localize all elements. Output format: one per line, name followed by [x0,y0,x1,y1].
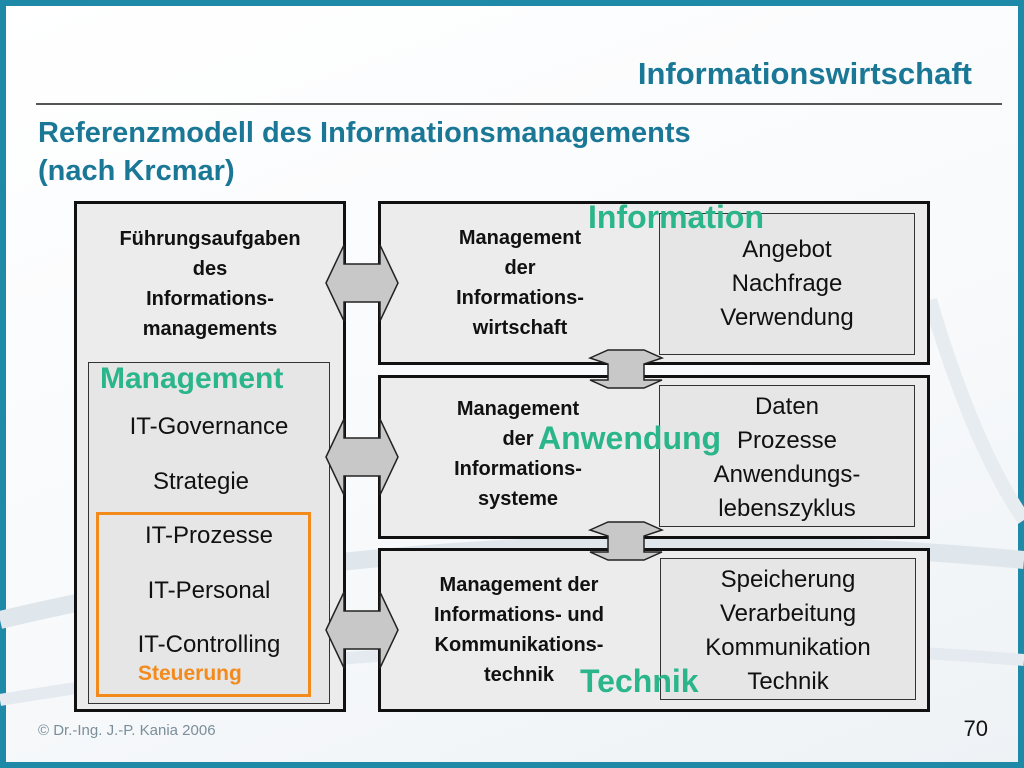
layer-heading-line: Kommunikations- [434,634,604,656]
slide-header: Informationswirtschaft [637,56,972,91]
management-heading-line: Informations- [146,288,274,310]
layer-technik-items-box [660,558,916,700]
layer-information-items-box [659,213,915,355]
layer-information-label: Information [588,199,764,235]
layer-anwendung-items-box [659,385,915,527]
double-arrow-horizontal-icon [325,418,399,496]
layer-heading-line: systeme [477,488,559,510]
layer-heading-line: Informations- und [434,604,604,626]
layer-item: lebenszyklus [718,495,856,522]
management-heading-line: des [192,258,228,280]
layer-information-heading: Management der Informations- wirtschaft [420,223,620,343]
management-heading: Führungsaufgaben des Informations- manag… [80,224,340,344]
layer-item: Kommunikation [705,634,871,661]
double-arrow-vertical-icon [587,521,665,561]
layer-heading-line: Management der [439,574,599,596]
steuerung-label: Steuerung [138,662,242,685]
layer-item: Daten [754,393,820,420]
slide-title: Referenzmodell des Informationsmanagemen… [38,114,938,190]
layer-technik-heading: Management der Informations- und Kommuni… [400,570,638,690]
management-item: Strategie [152,468,250,495]
header-divider [36,103,1002,105]
copyright-note: © Dr.-Ing. J.-P. Kania 2006 [38,722,216,739]
layer-item: Technik [747,668,829,695]
slide-title-line-1: Referenzmodell des Informationsmanagemen… [38,117,691,149]
management-label: Management [100,362,284,395]
layer-heading-line: der [504,257,536,279]
management-item: IT-Controlling [137,631,281,658]
layer-item: Anwendungs- [713,461,861,488]
layer-item: Angebot [742,236,832,263]
layer-anwendung-heading: Management der Informations- systeme [418,394,618,514]
double-arrow-horizontal-icon [325,244,399,322]
management-heading-line: managements [142,318,278,340]
page-number: 70 [963,716,988,741]
layer-item: Verarbeitung [719,600,857,627]
management-heading-line: Führungsaufgaben [119,228,301,250]
layer-item: Verwendung [720,304,854,331]
layer-heading-line: Management [456,398,580,420]
layer-information-items: Angebot Nachfrage Verwendung [659,233,915,335]
layer-heading-line: Informations- [456,287,584,309]
double-arrow-vertical-icon [587,349,665,389]
layer-technik-label: Technik [580,663,699,699]
slide-title-line-2: (nach Krcmar) [38,155,235,187]
layer-heading-line: der [502,428,534,450]
layer-heading-line: wirtschaft [472,317,568,339]
layer-heading-line: Informations- [454,458,582,480]
layer-technik-items: Speicherung Verarbeitung Kommunikation T… [660,563,916,699]
layer-item: Nachfrage [731,270,843,297]
management-item: IT-Prozesse [144,522,274,549]
management-item: IT-Governance [129,413,289,440]
steuerung-frame [96,512,311,697]
management-items-box [88,362,330,704]
layer-heading-line: technik [483,664,555,686]
layer-item: Speicherung [720,566,856,593]
double-arrow-horizontal-icon [325,591,399,669]
layer-anwendung-label: Anwendung [538,420,722,456]
layer-item: Prozesse [736,427,838,454]
management-item: IT-Personal [147,577,271,604]
layer-anwendung-items: Daten Prozesse Anwendungs- lebenszyklus [659,390,915,526]
layer-heading-line: Management [458,227,582,249]
